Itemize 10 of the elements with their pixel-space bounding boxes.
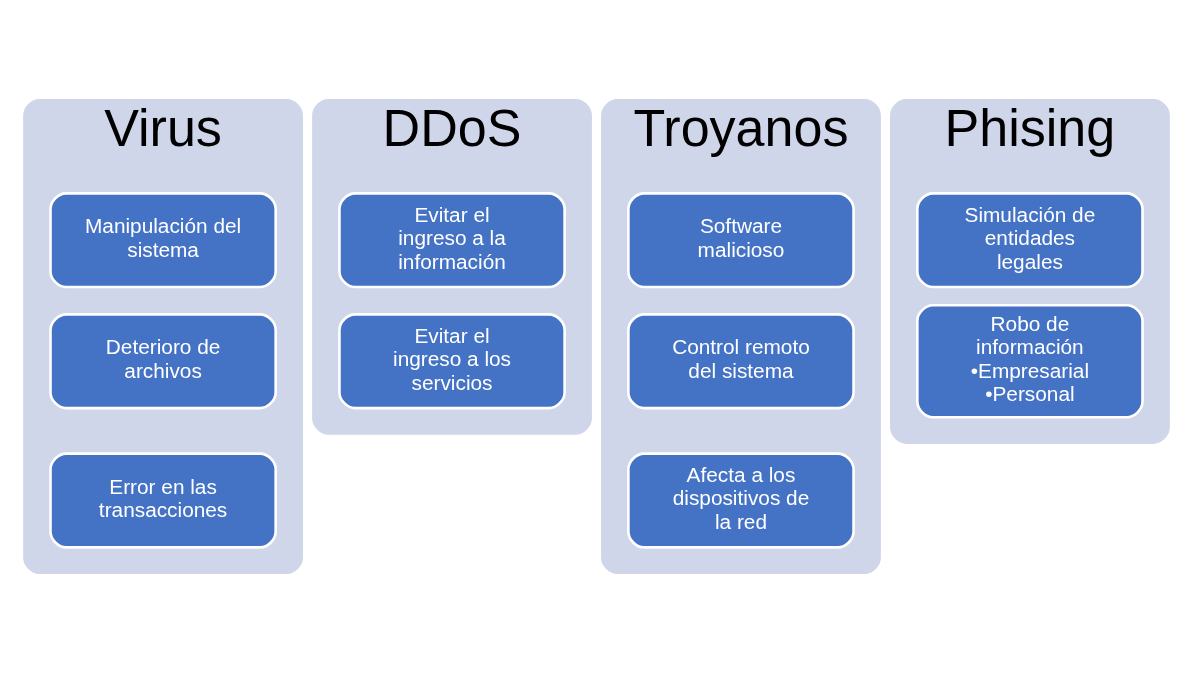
node-box: Error en las transacciones [49,452,277,549]
node-box: Deterioro de archivos [49,313,277,410]
node-box: Evitar el ingreso a la información [338,192,566,289]
node-box: Evitar el ingreso a los servicios [338,313,566,410]
node-box: Software malicioso [627,192,855,289]
node-box: Robo de información •Empresarial •Personal [916,303,1144,419]
node-box: Afecta a los dispositivos de la red [627,452,855,549]
node-box: Simulación de entidades legales [916,192,1144,289]
node-box: Control remoto del sistema [627,313,855,410]
node-box: Manipulación del sistema [49,192,277,289]
